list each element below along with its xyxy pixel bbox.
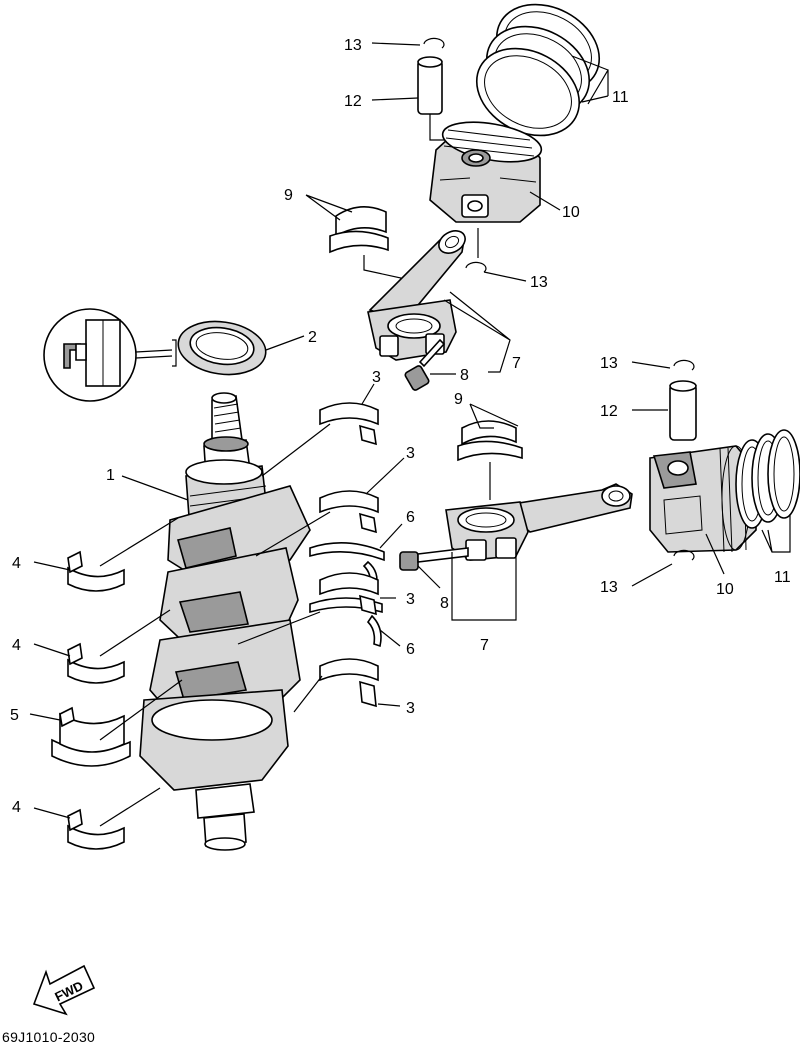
callout-3-a: 3 [372,369,381,386]
main-bearing-lower-1 [67,550,125,592]
callout-3-d: 3 [406,700,415,717]
callout-4-a: 4 [12,555,21,572]
piston-clip-top-lower [465,228,487,273]
callout-6-b: 6 [406,641,415,658]
main-bearing-upper-3 [309,572,383,616]
fwd-arrow-icon: FWD [32,964,96,1016]
bearing-small-end-top [329,206,411,300]
diagram-code: 69J1010-2030 [2,1029,95,1045]
main-bearing-upper-4 [319,658,379,708]
callout-8-right: 8 [440,595,449,612]
callout-7-right: 7 [480,637,489,654]
main-bearing-lower-3 [67,808,125,850]
callout-10-top: 10 [562,204,580,221]
oil-seal [177,320,267,376]
piston-clip-right-lower [673,549,695,561]
callout-1: 1 [106,467,115,484]
callout-4-b: 4 [12,637,21,654]
callout-13-top-lower: 13 [530,274,548,291]
callout-5: 5 [10,707,19,724]
crankshaft [139,392,311,851]
piston-clip-right-upper [673,359,695,371]
callout-8-top: 8 [460,367,469,384]
callout-4-c: 4 [12,799,21,816]
oil-seal-detail [43,308,177,402]
piston-right [649,445,757,553]
callout-7-top: 7 [512,355,521,372]
callouts: 13 12 11 10 9 13 2 7 8 3 1 3 6 4 3 6 4 5… [10,37,791,816]
piston-pin-top [417,56,479,150]
piston-rings-top [475,3,601,137]
callout-12-top: 12 [344,93,362,110]
callout-9-top: 9 [284,187,293,204]
callout-13-right-upper: 13 [600,355,618,372]
callout-12-right: 12 [600,403,618,420]
piston-top [429,121,543,223]
callout-11-top: 11 [612,89,629,106]
bearing-small-end-right [457,420,523,500]
leader-lines [29,42,791,827]
connecting-rod-right [445,483,633,561]
callout-11-right: 11 [774,569,791,586]
connecting-rod-top [367,230,466,361]
callout-13-right-lower: 13 [600,579,618,596]
main-bearing-upper-2 [319,490,379,534]
callout-2: 2 [308,329,317,346]
main-bearing-upper-1 [319,402,379,446]
callout-6-a: 6 [406,509,415,526]
rod-bolt-right [399,547,469,571]
callout-9-right: 9 [454,391,463,408]
callout-3-b: 3 [406,445,415,462]
callout-3-c: 3 [406,591,415,608]
main-bearing-lower-flanged [51,706,131,767]
piston-pin-right [669,380,697,441]
main-bearing-lower-2 [67,642,125,684]
thrust-washer-2 [366,614,382,648]
callout-10-right: 10 [716,581,734,598]
callout-13-top: 13 [344,37,362,54]
piston-clip-top [423,37,445,49]
rod-bolt-top [404,338,446,391]
oil-seal-detail-icon [63,319,121,387]
piston-rings-right [735,429,800,529]
